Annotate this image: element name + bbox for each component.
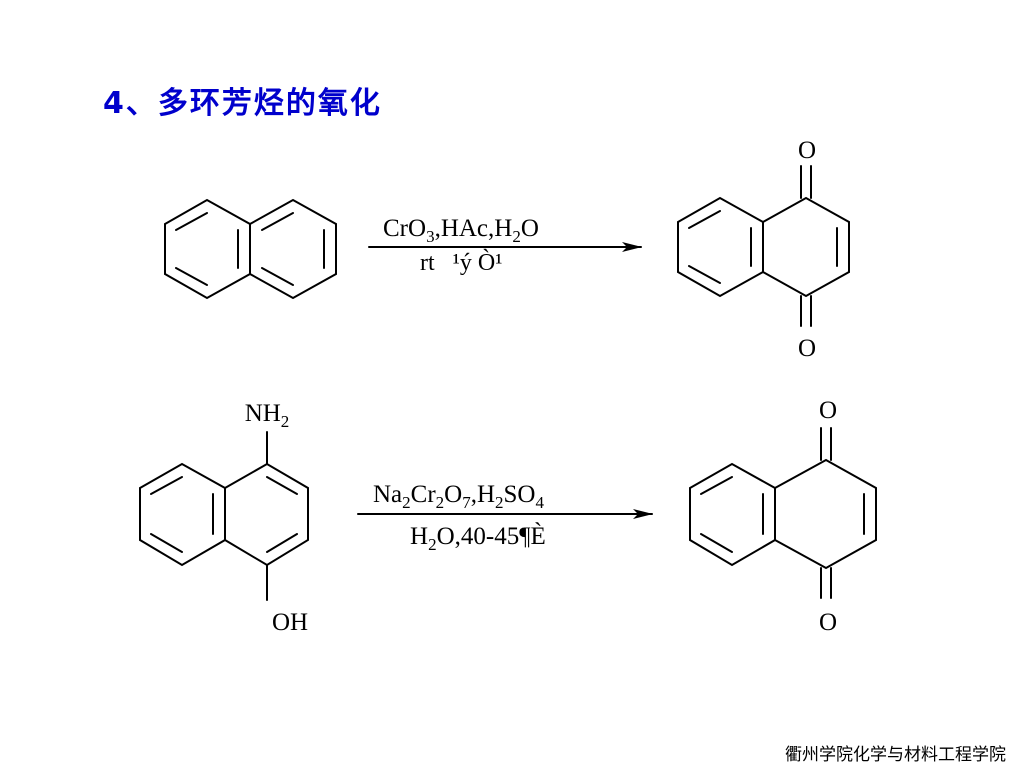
- aminonaphthol-bonds: [139, 431, 309, 601]
- naphthoquinone-product-1: O O: [677, 137, 850, 362]
- product-1-bottom-oxygen: O: [798, 335, 816, 362]
- product-1-carbonyl-bonds: [800, 165, 812, 327]
- reaction-1-conditions: CrO3,HAc,H2O rt ¹ý Ò¹: [368, 215, 642, 276]
- naphthalene-structure: [164, 198, 337, 300]
- reaction-2-conditions: Na2Cr2O7,H2SO4 H2O,40-45¶È: [357, 481, 653, 554]
- product-2-carbonyl-bonds: [820, 427, 832, 599]
- aminonaphthol-structure: NH2 OH: [139, 400, 309, 636]
- reaction-2-temperature: H2O,40-45¶È: [410, 522, 546, 554]
- naphthoquinone-product-2: O O: [689, 397, 877, 636]
- reaction-2-reagents: Na2Cr2O7,H2SO4: [373, 481, 545, 512]
- product-2-top-oxygen: O: [819, 397, 837, 424]
- footer-institution: 衢州学院化学与材料工程学院: [785, 745, 1006, 765]
- hydroxyl-group-label: OH: [272, 609, 308, 636]
- naphthalene-inner-double-bonds: [175, 212, 325, 286]
- reaction-1-temperature: rt ¹ý Ò¹: [420, 249, 502, 276]
- product-2-bonds: [689, 458, 877, 570]
- product-1-inner-double-bonds: [688, 210, 838, 284]
- product-2-bottom-oxygen: O: [819, 609, 837, 636]
- amino-group-label: NH2: [245, 400, 290, 431]
- product-1-bonds: [677, 196, 850, 298]
- slide-title: 4、多环芳烃的氧化: [103, 86, 382, 121]
- reaction-1-reagents: CrO3,HAc,H2O: [383, 215, 539, 246]
- aminonaphthol-inner-double-bonds: [150, 476, 298, 553]
- product-1-top-oxygen: O: [798, 137, 816, 164]
- product-2-inner-double-bonds: [700, 476, 865, 553]
- naphthalene-bonds: [164, 198, 337, 300]
